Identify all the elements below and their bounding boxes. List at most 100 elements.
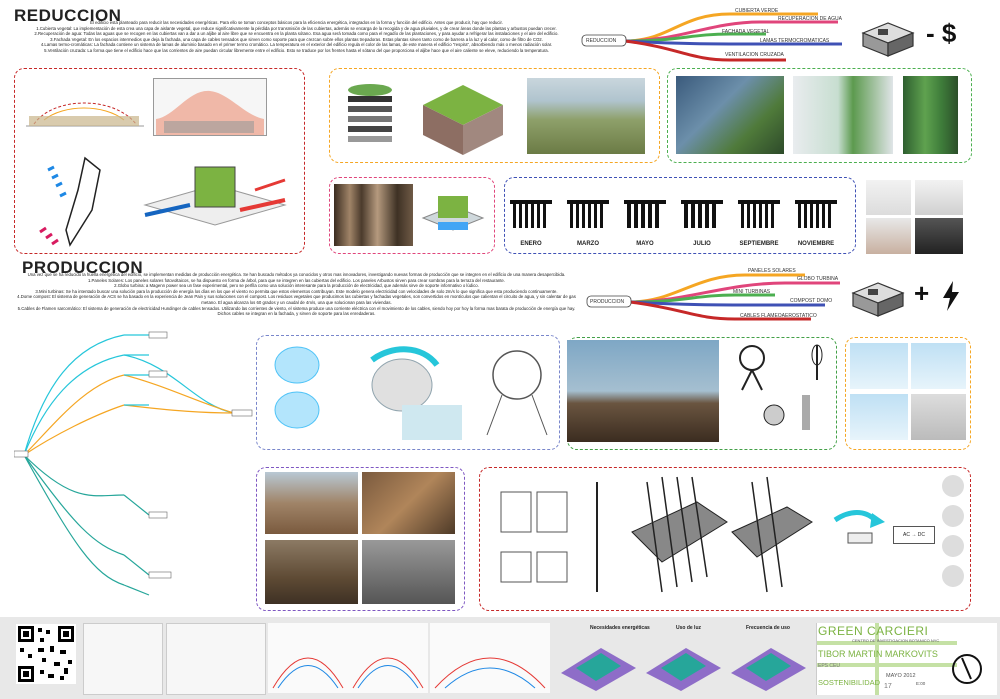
sheet-number: 17 xyxy=(884,683,892,690)
thermochromic-panel xyxy=(504,177,856,254)
compost-photo-1 xyxy=(265,472,358,534)
cistern-photo xyxy=(334,184,413,246)
branch-label: COMPOST DOMO xyxy=(790,298,833,304)
compost-domo-panel xyxy=(256,467,465,611)
compost-photo-2 xyxy=(362,472,455,534)
month-label: JULIO xyxy=(693,241,711,247)
reduce-cost-symbol: - $ xyxy=(926,18,957,48)
mini-turbines-photo xyxy=(567,340,719,442)
month-label: MARZO xyxy=(577,241,599,247)
thermochromic-photo-1 xyxy=(866,180,911,215)
branch-label: CABLES FLAMEOAEROSTATICO xyxy=(740,313,817,319)
branch-label: VENTILACION CRUZADA xyxy=(725,52,784,58)
chart-title: Frecuencia de uso xyxy=(746,625,790,631)
louvers-strip xyxy=(510,200,837,228)
author-name: TIBOR MARTIN MARKOVITS xyxy=(818,649,938,659)
branch-label: LAMAS TERMOCROMATICAS xyxy=(760,38,830,44)
branch-label: PANELES SOLARES xyxy=(748,268,796,274)
facade-photo-1 xyxy=(676,76,784,154)
thermochromic-photo-2 xyxy=(915,180,963,215)
month-label: NOVIEMBRE xyxy=(797,241,835,247)
inverter-box: AC → DC xyxy=(893,526,935,544)
reduccion-point: 4.Lamas termo-cromáticas: La fachada con… xyxy=(40,42,553,48)
reduccion-point: 3.Fachada Vegetal: En los espacios inter… xyxy=(50,36,543,42)
date-label: MAYO 2012 xyxy=(886,673,916,679)
signal-icon xyxy=(942,475,964,497)
branch-label: FACHADA VEGETAL xyxy=(722,29,770,35)
green-roof-panel xyxy=(329,68,660,163)
qr-code xyxy=(16,624,76,684)
produce-symbol: + xyxy=(914,278,930,308)
branch-label: MINI TURBINAS xyxy=(733,289,771,295)
roof-block-render xyxy=(423,85,503,155)
produccion-point: 2.Globo turbina: a Magenn power sea un f… xyxy=(114,283,479,289)
power-flow-arrow xyxy=(833,510,885,544)
produccion-point: 4.Dome compost: El sistema de generación… xyxy=(17,294,576,305)
solar-tree-render-2 xyxy=(911,343,966,389)
mini-turbine-drawings xyxy=(739,344,823,430)
climate-chart-1 xyxy=(83,623,163,695)
north-arrow-icon xyxy=(952,654,982,684)
reduccion-mindmap xyxy=(581,12,842,62)
climate-chart-2 xyxy=(166,623,266,695)
facade-photo-3 xyxy=(903,76,958,154)
month-label: ENERO xyxy=(520,241,542,247)
energy-tree-diagram xyxy=(14,331,253,596)
branch-label: RECUPERACION DE AGUA xyxy=(778,16,842,22)
bulb-icon xyxy=(942,505,964,527)
compost-photo-3 xyxy=(265,540,358,604)
cables-panel xyxy=(479,467,971,611)
produccion-title: PRODUCCION xyxy=(22,258,144,277)
produccion-point: 1.Paneles Solares: Los paneles solares f… xyxy=(87,277,506,283)
building-icon xyxy=(851,282,905,317)
scale-label: E:00 xyxy=(916,681,926,686)
reduccion-title: REDUCCION xyxy=(14,6,122,25)
produccion-root-label: PRODUCCION xyxy=(590,299,625,305)
produccion-mindmap xyxy=(586,273,840,321)
paneles-solares-panel xyxy=(845,337,971,450)
thermochromic-photo-3 xyxy=(866,218,911,254)
reduccion-point: 5.Ventilación cruzada: La forma que tien… xyxy=(44,47,549,53)
solar-tree-render-1 xyxy=(850,343,908,389)
branch-label: GLOBO TURBINA xyxy=(797,276,839,282)
produccion-text: Una vez que se ha reducido la huella ene… xyxy=(14,272,579,317)
month-label: SEPTIEMBRE xyxy=(739,241,779,247)
cable-system-drawings xyxy=(500,476,813,593)
phone-icon xyxy=(942,535,964,557)
lightning-icon xyxy=(943,281,959,311)
roof-layers-diagram xyxy=(348,84,392,142)
building-airflow-render xyxy=(143,166,287,226)
school-name: EPS CEU xyxy=(818,663,840,669)
high-line-photo xyxy=(527,78,645,154)
reduccion-point: 2.Recuperación de agua: Todas las aguas … xyxy=(34,31,559,37)
appliance-icons xyxy=(942,475,967,605)
solar-tree-render-3 xyxy=(850,394,908,440)
reduccion-text: El edificio esta planteado para reducir … xyxy=(14,20,579,54)
chart-title: Uso de luz xyxy=(676,625,702,631)
sun-path-charts xyxy=(268,623,428,693)
climate-panel xyxy=(14,68,305,254)
month-label: MAYO xyxy=(636,241,654,247)
water-recovery-panel xyxy=(329,177,495,254)
building-icon xyxy=(861,22,915,57)
facade-photo-2 xyxy=(793,76,893,154)
reduccion-root-label: REDUCCION xyxy=(586,38,617,44)
sun-path-chart-3 xyxy=(430,623,550,693)
globo-turbina-panel xyxy=(256,335,560,450)
temperature-chart xyxy=(153,78,267,136)
produccion-intro: Una vez que se ha reducido la huella ene… xyxy=(27,272,566,277)
thermochromic-photo-4 xyxy=(915,218,963,254)
produccion-point: 3.Mini turbinas: Se ha intentado buscar … xyxy=(35,288,558,294)
ventilation-section xyxy=(26,102,144,127)
branch-label: CUBIERTA VERDE xyxy=(735,8,779,14)
vegetal-facade-panel xyxy=(667,68,972,163)
chart-title: Necesidades energéticas xyxy=(590,625,650,631)
balloon-turbine-renders xyxy=(274,346,548,440)
compost-photo-4 xyxy=(362,540,455,604)
energy-surface-charts xyxy=(561,648,806,691)
project-subtitle: CENTRO DE INVESTIGACION BOTANICO NYC xyxy=(852,638,940,643)
cistern-render xyxy=(421,196,485,231)
fan-icon xyxy=(942,565,964,587)
project-title: GREEN CARCIERI xyxy=(818,624,929,638)
produccion-point: 5.Cables de Flamen sarcomático: El siste… xyxy=(17,305,576,317)
